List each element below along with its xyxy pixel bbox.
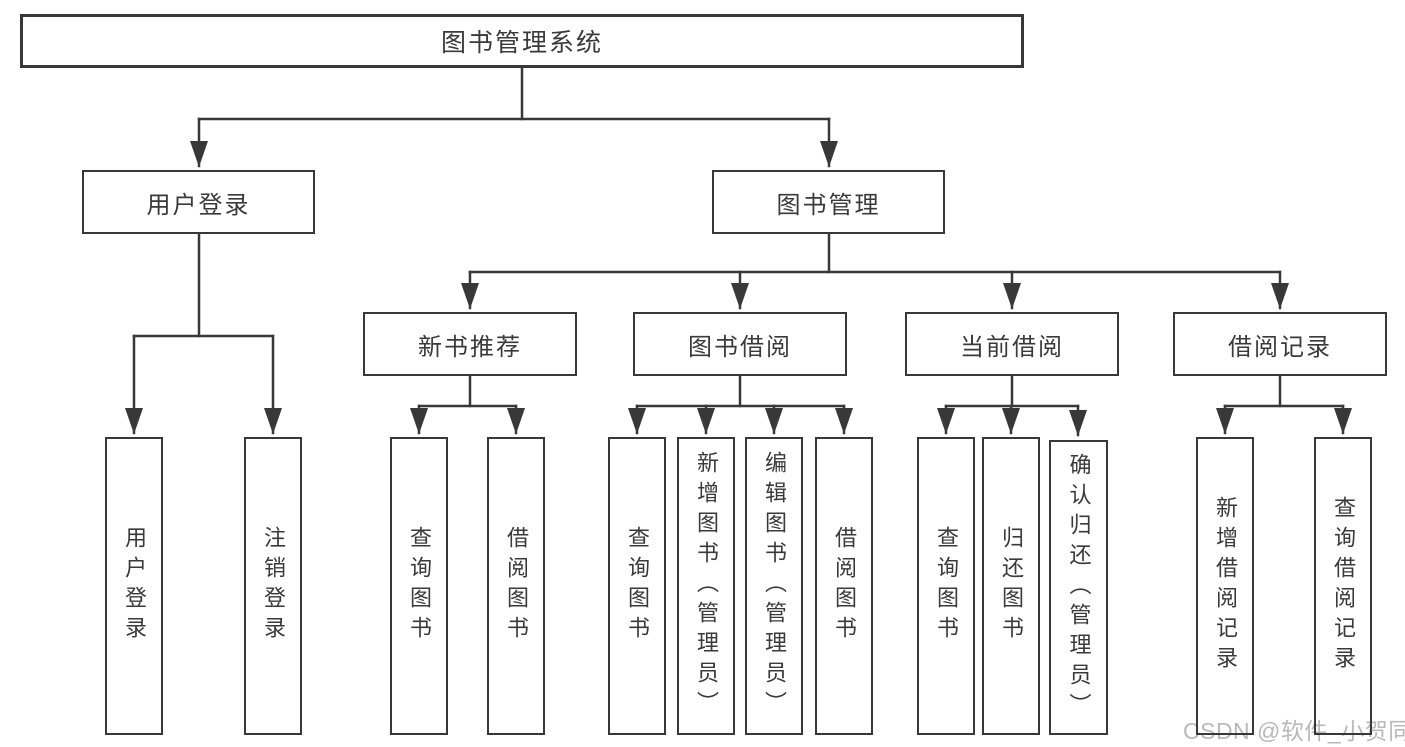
node-root-library-system: 图书管理系统 <box>20 14 1024 68</box>
node-book-management: 图书管理 <box>712 170 945 234</box>
node-label: 用户登录 <box>146 191 251 219</box>
connector-book-management-children <box>461 232 1289 310</box>
node-label: 确认归还（管理员） <box>1066 452 1092 723</box>
leaf-add-books-admin: 新增图书（管理员） <box>677 437 735 735</box>
leaf-recommend-borrow-books: 借阅图书 <box>487 437 545 735</box>
connector-new-book-recommend-children <box>410 374 525 435</box>
leaf-borrow-query-books: 查询图书 <box>608 437 666 735</box>
leaf-confirm-return-admin: 确认归还（管理员） <box>1049 440 1108 735</box>
node-label: 借阅图书 <box>832 526 857 646</box>
node-label: 归还图书 <box>999 526 1024 646</box>
node-label: 新增图书（管理员） <box>694 451 719 721</box>
node-current-borrow: 当前借阅 <box>905 312 1119 376</box>
node-label: 借阅记录 <box>1228 333 1332 361</box>
node-label: 注销登录 <box>261 526 286 646</box>
leaf-current-query-books: 查询图书 <box>917 437 975 735</box>
node-label: 查询图书 <box>625 526 650 646</box>
node-label: 图书借阅 <box>688 333 792 361</box>
node-label: 查询图书 <box>934 526 959 646</box>
connector-user-login-children <box>125 232 282 435</box>
node-new-book-recommend: 新书推荐 <box>363 312 577 376</box>
connector-book-borrow-children <box>628 374 853 435</box>
node-label: 新书推荐 <box>418 333 522 361</box>
node-label: 图书管理系统 <box>440 29 603 57</box>
node-borrow-records: 借阅记录 <box>1173 312 1387 376</box>
node-label: 新增借阅记录 <box>1213 496 1238 676</box>
leaf-user-login: 用户登录 <box>105 437 163 735</box>
connector-current-borrow-children <box>937 374 1087 437</box>
node-user-login: 用户登录 <box>82 170 315 234</box>
node-label: 用户登录 <box>122 526 147 646</box>
node-book-borrow: 图书借阅 <box>633 312 847 376</box>
node-label: 编辑图书（管理员） <box>762 451 787 721</box>
connector-root-to-level2 <box>190 66 838 168</box>
node-label: 借阅图书 <box>504 526 529 646</box>
node-label: 图书管理 <box>776 191 881 219</box>
node-label: 当前借阅 <box>960 333 1064 361</box>
leaf-add-borrow-record: 新增借阅记录 <box>1196 437 1254 735</box>
leaf-edit-books-admin: 编辑图书（管理员） <box>745 437 803 735</box>
leaf-query-borrow-record: 查询借阅记录 <box>1314 437 1372 735</box>
leaf-borrow-books: 借阅图书 <box>815 437 873 735</box>
leaf-return-books: 归还图书 <box>982 437 1040 735</box>
leaf-logout-login: 注销登录 <box>244 437 302 735</box>
node-label: 查询借阅记录 <box>1331 496 1356 676</box>
node-label: 查询图书 <box>407 526 432 646</box>
csdn-watermark: CSDN @软件_小贺同学 <box>1183 718 1405 744</box>
leaf-recommend-query-books: 查询图书 <box>390 437 448 735</box>
connector-borrow-records-children <box>1216 374 1352 435</box>
